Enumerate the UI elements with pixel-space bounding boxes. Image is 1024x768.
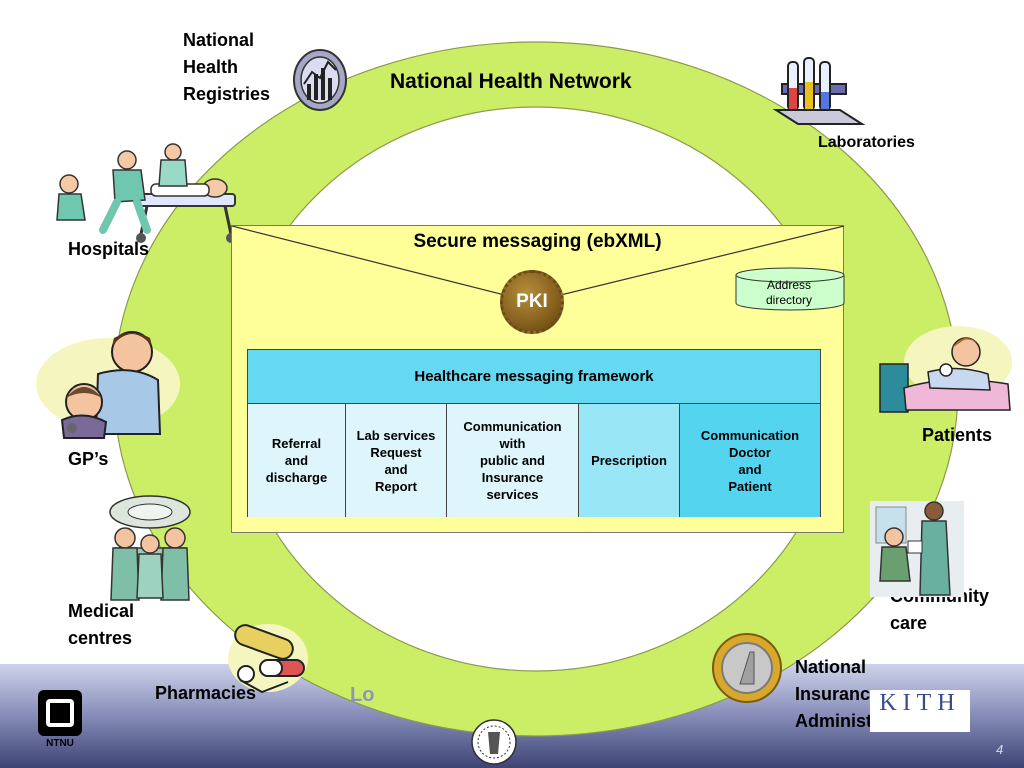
framework-header: Healthcare messaging framework — [248, 350, 820, 404]
label-laboratories: Laboratories — [818, 134, 915, 151]
healthcare-messaging-framework: Healthcare messaging framework Referral … — [247, 349, 821, 517]
pharmacy-pills-icon — [228, 624, 308, 694]
address-directory-cylinder — [735, 267, 845, 311]
insurance-coin-icon — [712, 633, 782, 703]
framework-cell-referral: Referral and discharge — [248, 404, 346, 517]
university-seal-icon — [471, 719, 517, 765]
label-medical-centres: Medical centres — [68, 601, 135, 648]
label-pharmacies: Pharmacies — [155, 683, 257, 703]
registries-chart-icon — [293, 49, 347, 111]
gp-doctor-icon — [36, 331, 180, 439]
hospital-stretcher-icon — [56, 143, 236, 243]
label-hospitals: Hospitals — [68, 239, 150, 259]
ntnu-logo-mark — [46, 699, 74, 727]
label-national-health-registries: National Health Registries — [183, 30, 271, 104]
label-patients: Patients — [922, 425, 993, 445]
framework-cells: Referral and discharge Lab services Requ… — [248, 404, 820, 517]
framework-cell-doctor-patient: Communication Doctor and Patient — [680, 404, 820, 517]
envelope-title: Secure messaging (ebXML) — [413, 231, 662, 252]
network-title: National Health Network — [390, 70, 632, 93]
ntnu-label: NTNU — [46, 738, 74, 749]
patient-bed-icon — [879, 326, 1012, 413]
ntnu-logo — [38, 690, 82, 736]
kith-logo-text: KITH — [879, 690, 961, 716]
pki-seal: PKI — [500, 270, 564, 334]
framework-cell-lab-services: Lab services Request and Report — [346, 404, 447, 517]
pki-label: PKI — [516, 291, 548, 312]
laboratory-test-tubes-icon — [772, 57, 866, 125]
page-number: 4 — [996, 742, 1004, 757]
address-directory-label: Address directory — [765, 278, 812, 307]
framework-cell-public-insurance: Communication with public and Insurance … — [447, 404, 579, 517]
kith-logo: KITH — [870, 690, 970, 732]
secure-messaging-envelope: Secure messaging (ebXML) PKI Address dir… — [231, 225, 845, 533]
framework-cell-prescription: Prescription — [579, 404, 680, 517]
footer-partial-text: Lo — [350, 684, 375, 706]
label-gps: GP’s — [68, 449, 109, 469]
community-care-nurse-icon — [870, 501, 964, 597]
medical-centre-surgery-icon — [109, 495, 191, 601]
